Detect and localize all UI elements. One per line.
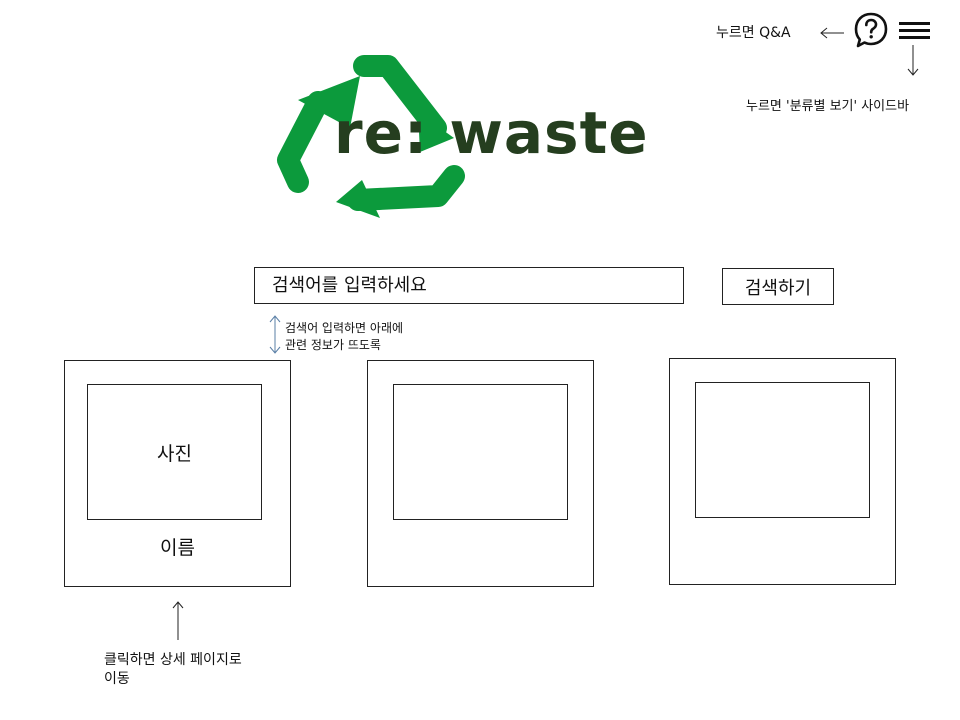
- hamburger-menu-icon: [899, 22, 930, 39]
- search-input[interactable]: [254, 267, 684, 304]
- result-card[interactable]: [367, 360, 594, 587]
- qa-button[interactable]: [852, 11, 890, 51]
- double-arrow-icon: [269, 315, 281, 354]
- menu-button[interactable]: [899, 20, 931, 42]
- card-name: 이름: [160, 537, 195, 559]
- sidebar-annotation: 누르면 '분류별 보기' 사이드바: [746, 99, 910, 114]
- recycle-logo-icon: [277, 55, 465, 218]
- card-photo: [393, 384, 568, 520]
- search-annotation: 검색어 입력하면 아래에 관련 정보가 뜨도록: [285, 320, 485, 354]
- card-annotation-line: 클릭하면 상세 페이지로: [104, 652, 242, 668]
- search-button[interactable]: 검색하기: [722, 268, 834, 305]
- card-annotation-line: 이동: [104, 671, 130, 687]
- question-bubble-icon: [854, 12, 888, 48]
- search-annotation-line: 관련 정보가 뜨도록: [285, 338, 381, 352]
- result-card[interactable]: 사진 이름: [64, 360, 291, 587]
- result-card[interactable]: [669, 358, 896, 585]
- card-photo: [695, 382, 870, 518]
- sidebar-arrow-icon: [907, 45, 919, 76]
- logo-wordmark: re: waste: [334, 99, 649, 167]
- card-arrow-icon: [172, 601, 184, 640]
- qa-annotation: 누르면 Q&A: [716, 25, 791, 41]
- qa-arrow-icon: [820, 27, 844, 39]
- card-photo: 사진: [87, 384, 262, 520]
- logo[interactable]: [276, 52, 666, 222]
- search-annotation-line: 검색어 입력하면 아래에: [285, 321, 404, 335]
- card-annotation: 클릭하면 상세 페이지로 이동: [104, 651, 284, 689]
